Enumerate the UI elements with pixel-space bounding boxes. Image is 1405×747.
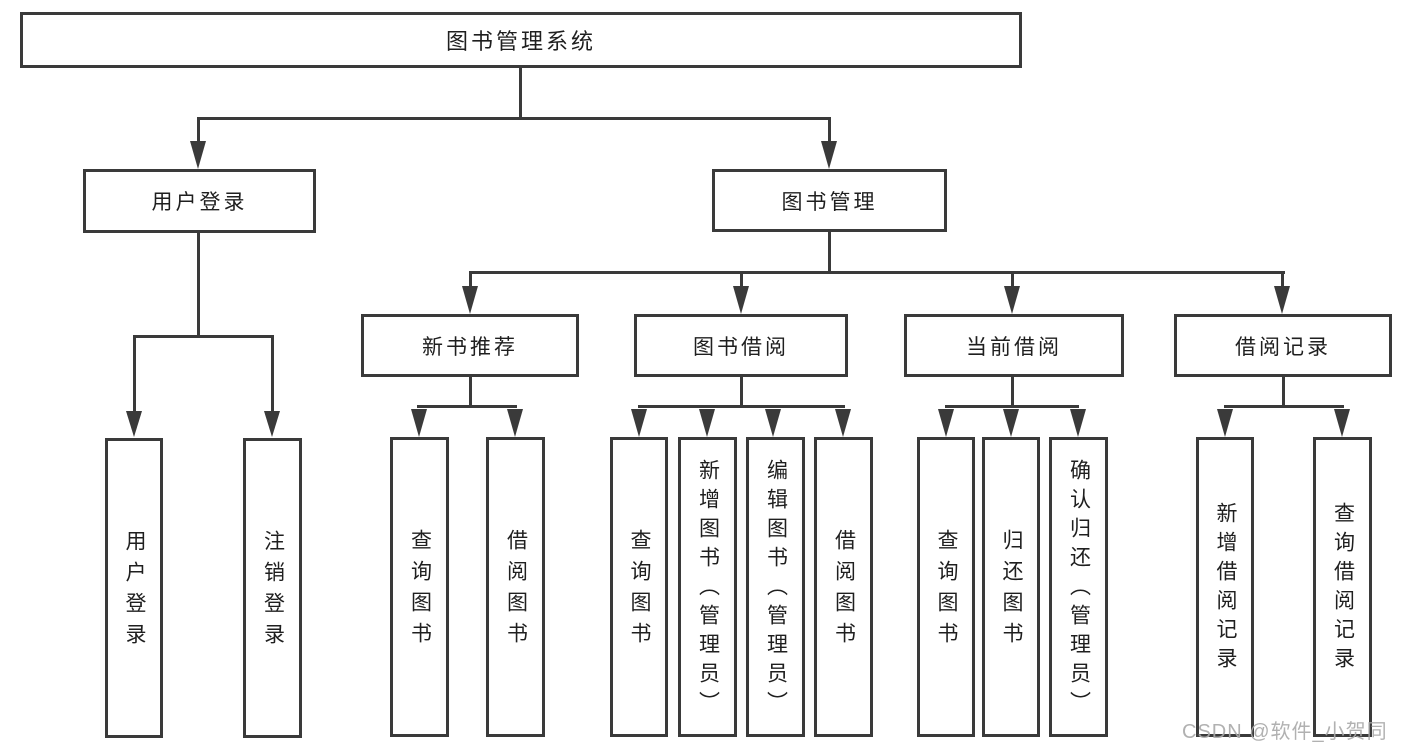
connector-level3-hline (469, 271, 1285, 274)
arrow-down-icon (821, 141, 837, 169)
leaf-borrow-books: 借阅图书 (814, 437, 873, 737)
connector-leaf-drop (133, 335, 136, 411)
leaf-query-books-recommend: 查询图书 (390, 437, 449, 737)
node-user-login: 用户登录 (83, 169, 316, 233)
leaf-user-login: 用户登录 (105, 438, 163, 738)
connector-book-management-drop (828, 117, 831, 143)
connector-user-login-hline (133, 335, 274, 338)
connector-root-stem (519, 68, 522, 118)
connector-leaf-drop (740, 271, 743, 288)
connector-records-stem (1282, 377, 1285, 407)
connector-current-hline (945, 405, 1079, 408)
leaf-borrow-books-recommend: 借阅图书 (486, 437, 545, 737)
leaf-query-books-borrow: 查询图书 (610, 437, 668, 737)
arrow-down-icon (1003, 409, 1019, 437)
arrow-down-icon (507, 409, 523, 437)
arrow-down-icon (1334, 409, 1350, 437)
arrow-down-icon (733, 286, 749, 314)
leaf-add-books-admin: 新增图书（管理员） (678, 437, 737, 737)
connector-current-stem (1011, 377, 1014, 407)
connector-leaf-drop (469, 271, 472, 288)
connector-level1-hline (197, 117, 831, 120)
arrow-down-icon (411, 409, 427, 437)
connector-recommend-stem (469, 377, 472, 407)
arrow-down-icon (462, 286, 478, 314)
leaf-return-books: 归还图书 (982, 437, 1040, 737)
connector-leaf-drop (1281, 271, 1284, 288)
connector-borrow-hline (638, 405, 845, 408)
leaf-logout: 注销登录 (243, 438, 302, 738)
connector-leaf-drop (271, 335, 274, 411)
arrow-down-icon (1274, 286, 1290, 314)
connector-records-hline (1224, 405, 1344, 408)
arrow-down-icon (938, 409, 954, 437)
arrow-down-icon (1070, 409, 1086, 437)
connector-book-management-stem (828, 232, 831, 273)
node-new-book-recommend: 新书推荐 (361, 314, 579, 377)
leaf-confirm-return-admin: 确认归还（管理员） (1049, 437, 1108, 737)
arrow-down-icon (1004, 286, 1020, 314)
leaf-add-borrow-record: 新增借阅记录 (1196, 437, 1254, 737)
node-borrow-records: 借阅记录 (1174, 314, 1392, 377)
node-book-management: 图书管理 (712, 169, 947, 232)
connector-leaf-drop (1011, 271, 1014, 288)
leaf-query-books-current: 查询图书 (917, 437, 975, 737)
arrow-down-icon (835, 409, 851, 437)
leaf-edit-books-admin: 编辑图书（管理员） (746, 437, 805, 737)
node-library-system: 图书管理系统 (20, 12, 1022, 68)
arrow-down-icon (264, 411, 280, 437)
node-current-borrow: 当前借阅 (904, 314, 1124, 377)
arrow-down-icon (765, 409, 781, 437)
leaf-query-borrow-record: 查询借阅记录 (1313, 437, 1372, 737)
arrow-down-icon (126, 411, 142, 437)
node-book-borrow: 图书借阅 (634, 314, 848, 377)
arrow-down-icon (190, 141, 206, 169)
watermark: CSDN @软件_小贺同学 (1182, 721, 1388, 743)
arrow-down-icon (631, 409, 647, 437)
connector-borrow-stem (740, 377, 743, 407)
arrow-down-icon (1217, 409, 1233, 437)
connector-recommend-hline (417, 405, 517, 408)
arrow-down-icon (699, 409, 715, 437)
connector-user-login-stem (197, 233, 200, 336)
connector-user-login-drop (197, 117, 200, 143)
